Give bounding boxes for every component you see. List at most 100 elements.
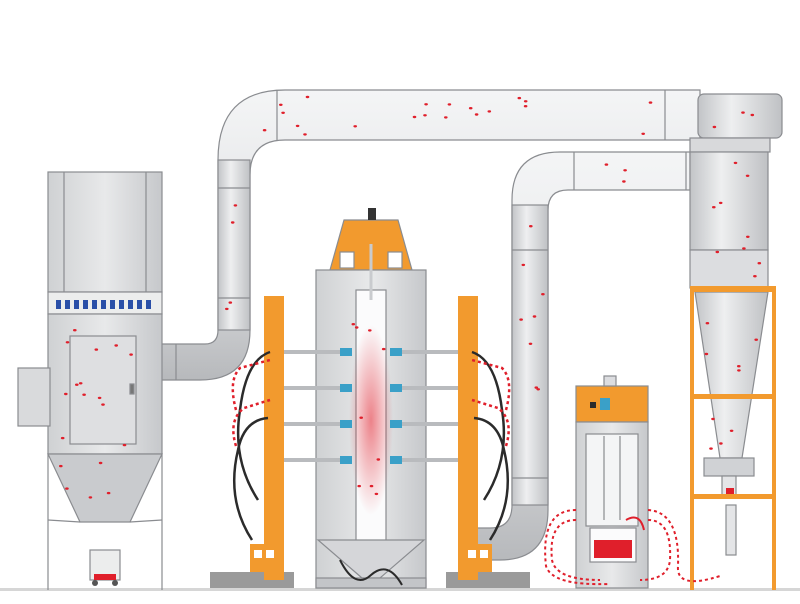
spray-gun-nozzle	[390, 456, 402, 464]
powder-particle	[709, 447, 713, 450]
powder-particle	[750, 113, 755, 117]
cyclone-support-frame	[690, 286, 776, 590]
powder-particle	[523, 105, 528, 108]
powder-particle	[88, 496, 93, 499]
powder-particle	[523, 100, 528, 103]
powder-particle	[712, 125, 717, 129]
powder-particle	[519, 318, 523, 321]
filter-cartridge-row	[56, 300, 151, 309]
powder-particle	[281, 111, 285, 115]
powder-particle	[487, 110, 492, 113]
spray-gun-nozzle	[390, 348, 402, 356]
powder-particle	[447, 103, 452, 106]
powder-particle	[295, 124, 300, 128]
powder-particle	[351, 323, 356, 326]
floor-line	[0, 588, 800, 591]
powder-particle	[704, 352, 709, 356]
powder-particle	[65, 341, 70, 344]
powder-particle	[741, 111, 745, 114]
powder-particle	[536, 388, 540, 391]
powder-particle	[82, 393, 86, 396]
powder-particle	[353, 125, 358, 128]
powder-particle	[468, 107, 473, 110]
powder-particle	[262, 129, 267, 132]
spray-booth-chamber	[315, 208, 427, 589]
powder-particle	[230, 221, 235, 224]
powder-particle	[374, 492, 379, 496]
powder-particle	[745, 174, 750, 177]
powder-hoses	[231, 350, 511, 541]
powder-particle	[381, 347, 386, 351]
powder-particle	[75, 383, 79, 386]
powder-particle	[648, 101, 653, 104]
powder-particle	[754, 338, 758, 341]
powder-cloud	[349, 325, 393, 515]
powder-particle	[705, 322, 710, 325]
powder-feed-center	[575, 375, 649, 589]
powder-particle	[737, 369, 741, 372]
powder-particle	[122, 443, 127, 447]
powder-particle	[106, 491, 111, 495]
powder-particle	[718, 201, 723, 205]
powder-particle	[114, 344, 118, 347]
powder-particle	[517, 96, 522, 100]
powder-particle	[60, 436, 65, 440]
powder-particle	[225, 307, 229, 311]
cartridge-filter-unit	[17, 171, 163, 590]
powder-particle	[711, 417, 715, 421]
powder-particle	[521, 263, 526, 267]
powder-particle	[412, 115, 417, 119]
powder-particle	[742, 247, 746, 250]
spray-gun-nozzle	[390, 420, 402, 428]
powder-particle	[78, 382, 83, 385]
powder-particle	[729, 429, 734, 432]
powder-particle	[604, 163, 609, 166]
powder-particle	[376, 458, 381, 461]
powder-particle	[623, 169, 627, 172]
gun-row	[284, 348, 458, 356]
powder-particle	[97, 396, 102, 400]
powder-particle	[65, 487, 69, 490]
powder-particle	[532, 315, 537, 318]
powder-particle	[303, 133, 307, 136]
powder-particle	[528, 342, 533, 345]
powder-particle	[733, 161, 738, 165]
powder-particle	[129, 353, 133, 356]
powder-particle	[719, 442, 723, 445]
powder-particle	[94, 348, 99, 351]
powder-particle	[98, 461, 103, 465]
gun-row	[284, 384, 458, 392]
powder-particle	[359, 416, 364, 419]
spray-gun-nozzle	[340, 420, 352, 428]
powder-particle	[529, 225, 533, 228]
powder-particle	[357, 484, 362, 488]
spray-gun-nozzle	[390, 384, 402, 392]
spray-gun-rows	[284, 348, 458, 464]
gun-row	[284, 456, 458, 464]
powder-particle	[715, 250, 720, 254]
powder-particle	[64, 392, 68, 396]
powder-particle	[279, 103, 283, 107]
powder-particle	[474, 113, 479, 116]
gun-mover-columns	[210, 296, 530, 588]
cyclone-separator	[689, 93, 783, 556]
powder-particle	[228, 301, 233, 304]
powder-particle	[541, 293, 545, 296]
powder-particle	[737, 365, 741, 368]
powder-particles	[59, 95, 762, 499]
gun-row	[284, 420, 458, 428]
powder-particle	[444, 116, 448, 119]
powder-particle	[73, 329, 77, 332]
powder-particle	[424, 103, 428, 106]
powder-particle	[423, 114, 427, 117]
powder-particle	[233, 204, 238, 207]
powder-particle	[101, 403, 105, 406]
spray-gun-nozzle	[340, 456, 352, 464]
powder-particle	[746, 235, 750, 238]
powder-particle	[622, 180, 626, 183]
powder-particle	[369, 484, 374, 488]
powder-particle	[305, 95, 310, 99]
powder-particle	[368, 329, 372, 332]
